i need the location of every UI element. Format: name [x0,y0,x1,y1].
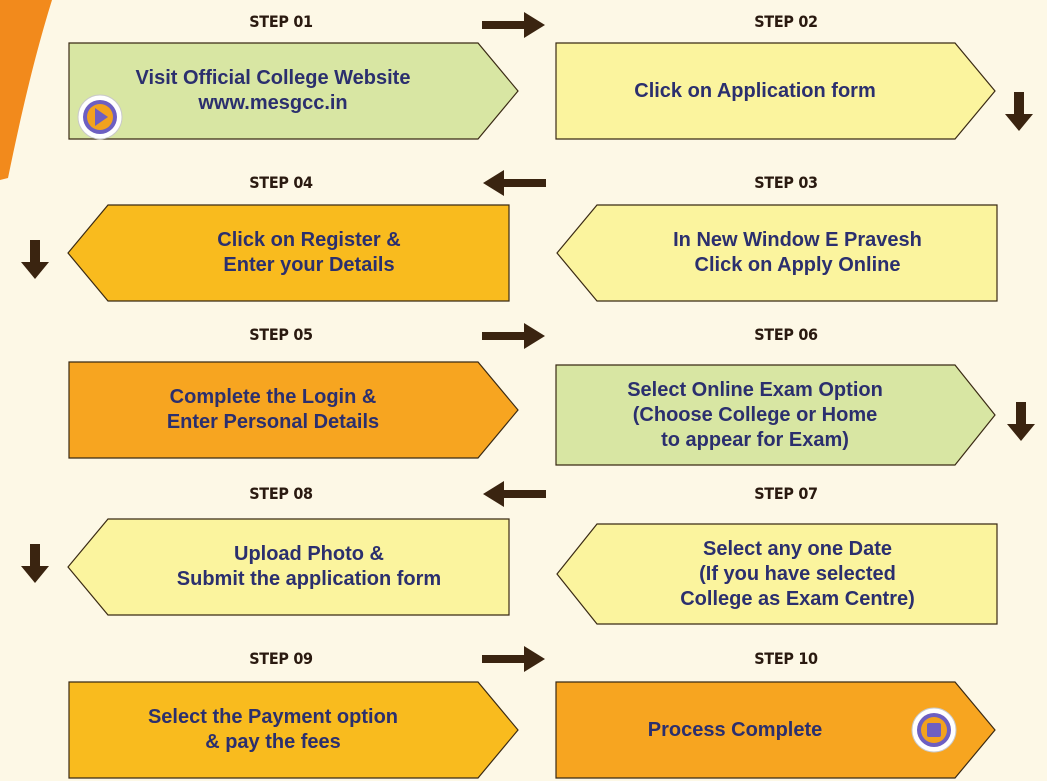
step-label-06: STEP 06 [754,325,818,344]
flow-arrow-down-4 [21,544,49,583]
step-06-line-1: Select Online Exam Option [627,378,883,401]
flow-arrow-right-1 [482,12,545,38]
step-08-line-1: Upload Photo & [234,543,384,565]
step-05-line-1: Complete the Login & [169,386,377,408]
step-10-box: Process Complete [555,681,997,779]
step-05-line-2: Enter Personal Details [166,411,380,433]
step-09-line-1: Select the Payment option [147,706,399,728]
stop-icon [911,707,957,753]
step-02-line-1: Click on Application form [634,79,876,102]
step-label-07: STEP 07 [754,484,818,503]
step-label-02: STEP 02 [754,12,818,31]
step-04-line-2: Enter your Details [223,254,395,276]
step-01-box: Visit Official College Website www.mesgc… [68,42,520,140]
step-06-line-2: (Choose College or Home [632,403,878,426]
flow-arrow-down-2 [21,240,49,279]
step-label-08: STEP 08 [249,484,313,503]
step-03-box: In New Window E Pravesh Click on Apply O… [555,204,998,302]
play-icon [77,94,123,140]
step-08-line-2: Submit the application form [176,568,442,590]
flow-arrow-down-1 [1005,92,1033,131]
flow-arrow-left-2 [483,481,546,507]
step-04-box: Click on Register & Enter your Details [66,204,510,302]
step-03-line-2: Click on Apply Online [694,254,901,276]
step-06-line-3: to appear for Exam) [661,428,849,451]
step-label-10: STEP 10 [754,649,818,668]
flow-arrow-right-3 [482,646,545,672]
step-label-04: STEP 04 [249,173,313,192]
step-label-05: STEP 05 [249,325,313,344]
step-06-box: Select Online Exam Option (Choose Colleg… [555,364,997,466]
step-05-box: Complete the Login & Enter Personal Deta… [68,361,520,459]
step-01-line-1: Visit Official College Website [135,67,411,89]
step-label-03: STEP 03 [754,173,818,192]
step-10-line-1: Process Complete [647,718,823,741]
flow-arrow-left-1 [483,170,546,196]
step-04-line-1: Click on Register & [217,229,401,251]
step-07-line-2: (If you have selected [699,562,896,585]
step-label-09: STEP 09 [249,649,313,668]
flow-arrow-right-2 [482,323,545,349]
flow-arrow-down-3 [1007,402,1035,441]
step-01-line-2: www.mesgcc.in [198,92,348,114]
step-07-line-1: Select any one Date [703,537,892,560]
step-07-box: Select any one Date (If you have selecte… [555,523,998,625]
step-09-line-2: & pay the fees [205,731,341,753]
step-08-box: Upload Photo & Submit the application fo… [66,518,510,616]
step-03-line-1: In New Window E Pravesh [673,229,922,251]
corner-swoosh-decoration [0,0,52,180]
step-label-01: STEP 01 [249,12,313,31]
step-09-box: Select the Payment option & pay the fees [68,681,520,779]
step-02-box: Click on Application form [555,42,997,140]
step-07-line-3: College as Exam Centre) [680,587,915,610]
